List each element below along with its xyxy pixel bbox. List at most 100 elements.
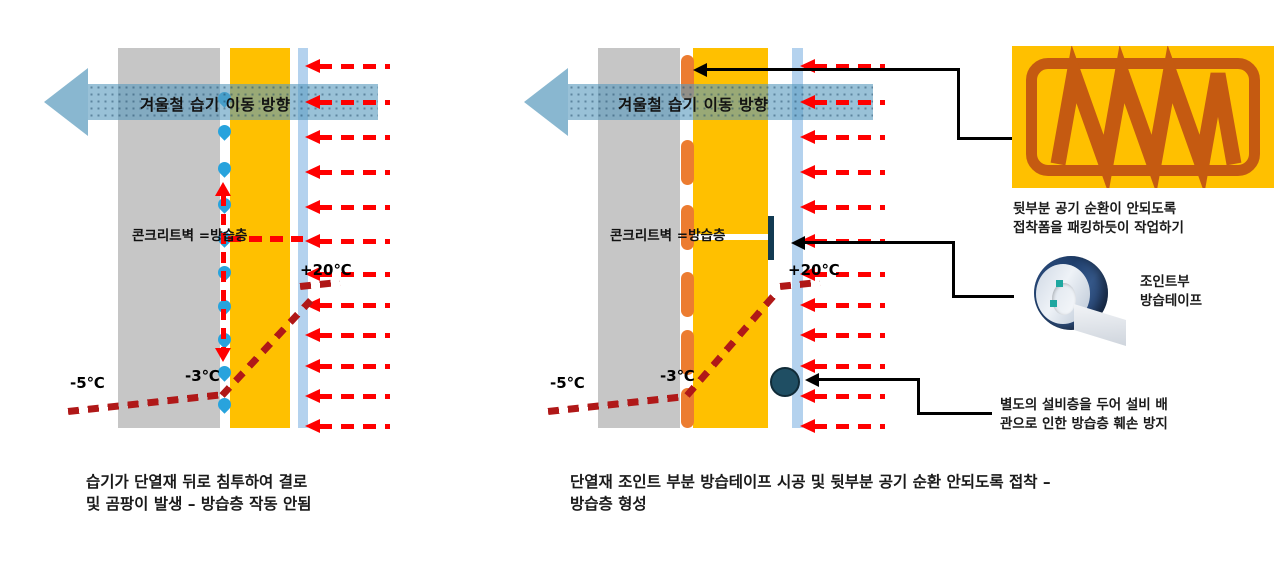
- foam-zigzag-icon: [1050, 46, 1242, 188]
- right-joint-tape-mark: [768, 216, 774, 260]
- tape-roll-teal-mark: [1056, 280, 1063, 287]
- service-leader-line-h1: [819, 378, 920, 381]
- arrow-shaft: [814, 424, 885, 429]
- tape-leader-line-h2: [952, 295, 1014, 298]
- heat-arrow: [305, 419, 390, 433]
- arrow-shaft: [319, 135, 390, 140]
- heat-arrow: [305, 95, 390, 109]
- left-temp-interface-label: -3℃: [185, 367, 220, 385]
- heat-arrow: [800, 419, 885, 433]
- arrow-head-icon: [305, 59, 320, 73]
- arrow-shaft: [814, 303, 885, 308]
- arrow-shaft: [319, 170, 390, 175]
- right-caption: 단열재 조인트 부분 방습테이프 시공 및 뒷부분 공기 순환 안되도록 접착 …: [570, 473, 1051, 513]
- arrow-shaft: [319, 394, 390, 399]
- arrow-head-icon: [800, 419, 815, 433]
- foam-capsule: [681, 330, 694, 375]
- arrow-shaft: [814, 205, 885, 210]
- right-temp-outside-label: -5℃: [550, 374, 585, 392]
- foam-capsule: [681, 272, 694, 317]
- foam-capsule: [681, 205, 694, 250]
- left-upward-vapour-arrow-shaft: [221, 195, 226, 350]
- service-leader-line-v: [917, 378, 920, 415]
- service-layer-annotation: 별도의 설비층을 두어 설비 배 관으로 인한 방습층 훼손 방지: [1000, 397, 1168, 432]
- heat-arrow: [305, 59, 390, 73]
- vapour-tape-roll-photo: [1020, 250, 1130, 350]
- heat-arrow: [305, 359, 390, 373]
- arrow-head-icon: [800, 95, 815, 109]
- arrow-shaft: [319, 424, 390, 429]
- foam-icon-frame: [1026, 58, 1260, 176]
- tape-leader-line-h1: [805, 241, 955, 244]
- right-wall-label: 콘크리트벽 =방습층: [610, 228, 726, 244]
- tape-roll-teal-mark: [1050, 300, 1057, 307]
- arrow-shaft: [319, 333, 390, 338]
- arrow-head-icon: [800, 389, 815, 403]
- left-upward-vapour-arrow-head: [215, 182, 231, 196]
- arrow-shaft: [814, 170, 885, 175]
- left-service-layer: [298, 48, 308, 428]
- arrow-head-icon: [305, 130, 320, 144]
- right-service-pipe: [770, 367, 800, 397]
- right-temp-interface-label: -3℃: [660, 367, 695, 385]
- left-vapour-arrow-head: [44, 68, 88, 136]
- left-joint-leak-arrow: [228, 236, 303, 242]
- heat-arrow: [305, 328, 390, 342]
- heat-arrow: [800, 328, 885, 342]
- right-insulation-joint-line: [693, 234, 768, 240]
- tape-leader-line-v: [952, 241, 955, 298]
- heat-arrow: [305, 130, 390, 144]
- arrow-shaft: [814, 364, 885, 369]
- heat-arrow: [305, 389, 390, 403]
- right-foam-packing-column: [480, 0, 910, 460]
- heat-arrow: [305, 200, 390, 214]
- foam-annotation: 뒷부분 공기 순환이 안되도록 접착폼을 패킹하듯이 작업하기: [1013, 201, 1184, 236]
- foam-capsule: [681, 140, 694, 185]
- left-downward-vapour-arrow-head: [215, 348, 231, 362]
- heat-arrow: [305, 234, 390, 248]
- arrow-shaft: [319, 272, 390, 277]
- arrow-shaft: [319, 100, 390, 105]
- arrow-shaft: [814, 100, 885, 105]
- arrow-shaft: [814, 135, 885, 140]
- tape-roll-core-hole: [1052, 283, 1076, 315]
- left-vapour-band-label: 겨울철 습기 이동 방향: [140, 96, 291, 114]
- arrow-head-icon: [800, 359, 815, 373]
- arrow-head-icon: [305, 200, 320, 214]
- arrow-head-icon: [305, 389, 320, 403]
- service-leader-arrow-head: [805, 373, 819, 387]
- arrow-head-icon: [800, 328, 815, 342]
- heat-arrow: [305, 267, 390, 281]
- arrow-shaft: [319, 364, 390, 369]
- tape-annotation: 조인트부 방습테이프: [1140, 274, 1203, 309]
- heat-arrow: [800, 298, 885, 312]
- right-temp-inside-label: +20℃: [788, 261, 840, 279]
- arrow-head-icon: [305, 95, 320, 109]
- heat-arrow: [800, 130, 885, 144]
- arrow-shaft: [814, 272, 885, 277]
- arrow-head-icon: [800, 298, 815, 312]
- arrow-shaft: [814, 394, 885, 399]
- heat-arrow: [305, 165, 390, 179]
- foam-leader-line-h1: [707, 68, 960, 71]
- right-vapour-band-label: 겨울철 습기 이동 방향: [618, 96, 769, 114]
- arrow-head-icon: [800, 165, 815, 179]
- left-caption: 습기가 단열재 뒤로 침투하여 결로 및 곰팡이 발생 – 방습층 작동 안됨: [86, 473, 312, 513]
- heat-arrow: [305, 298, 390, 312]
- arrow-shaft: [319, 205, 390, 210]
- arrow-head-icon: [305, 267, 320, 281]
- arrow-head-icon: [800, 200, 815, 214]
- arrow-head-icon: [800, 267, 815, 281]
- service-leader-line-h2: [917, 412, 992, 415]
- heat-arrow: [800, 389, 885, 403]
- left-temp-outside-label: -5℃: [70, 374, 105, 392]
- foam-leader-arrow-head: [693, 63, 707, 77]
- adhesive-foam-icon: [1012, 46, 1274, 188]
- heat-arrow: [800, 95, 885, 109]
- arrow-shaft: [814, 333, 885, 338]
- arrow-head-icon: [800, 130, 815, 144]
- left-temp-inside-label: +20℃: [300, 261, 352, 279]
- tape-leader-arrow-head: [791, 236, 805, 250]
- left-wall-label: 콘크리트벽 =방습층: [132, 228, 248, 244]
